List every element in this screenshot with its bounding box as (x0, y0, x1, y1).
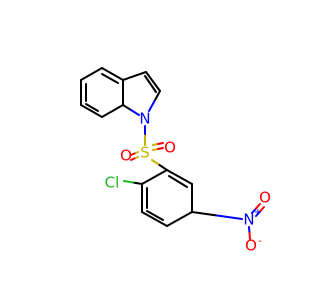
structure-canvas: N S O O Cl N + O O - (80, 67, 271, 255)
molecule-drawing: N S O O Cl N + O O - (80, 67, 271, 255)
bond-pyrrole-c7a-n-b (130, 109, 140, 116)
bond-indole-benzene-1 (101, 67, 124, 81)
bond-indole-benzene-double-2 (85, 103, 99, 112)
bond-s-o-left-2-b (130, 157, 136, 161)
bond-pyrrole-c3-c2 (145, 71, 161, 92)
bond-s-c1-a (151, 159, 161, 166)
bond-pyrrole-c2-n-a (153, 90, 161, 102)
bond-n-o-top-1-b (255, 203, 261, 210)
atom-o-nitro-bottom: O (245, 237, 257, 255)
bond-c-cl-a (132, 181, 143, 185)
atom-o-sulfonyl-left: O (120, 147, 132, 165)
bond-s-o-right-2-b (157, 147, 164, 150)
bond-n-o-bottom-a (248, 226, 251, 234)
atom-labels: N S O O Cl N + O O - (105, 110, 271, 255)
bond-c-n-nitro-b (216, 214, 243, 220)
bond-s-o-left-1-b (130, 152, 136, 156)
bond-pyrrole-c2-n-b (148, 100, 156, 112)
bond-ring-c2-c1 (141, 169, 168, 185)
bond-pyrrole-c7a-n-a (122, 104, 132, 111)
bond-s-o-right-1-b (157, 142, 164, 145)
bond-indole-benzene-6 (80, 67, 103, 81)
bond-n-o-bottom-b (248, 232, 251, 240)
atom-o-sulfonyl-right: O (164, 139, 176, 157)
atom-n-nitro: N (243, 211, 254, 229)
atom-n-indole: N (139, 110, 150, 128)
bond-s-c1-b (158, 164, 168, 171)
bond-indole-benzene-4 (80, 104, 103, 118)
bond-indole-benzene-3 (101, 104, 124, 118)
bond-pyrrole-c3a-c3 (122, 71, 147, 81)
charge-minus-nitro: - (258, 236, 262, 247)
bond-pyrrole-double (144, 75, 157, 93)
bond-n-o-top-2-b (259, 206, 265, 213)
bond-layer (80, 67, 265, 240)
bond-ring-double-1 (168, 175, 188, 188)
atom-s-sulfonyl: S (140, 144, 150, 162)
bond-ring-c4-c3 (141, 211, 168, 227)
bond-indole-benzene-double-1 (101, 73, 119, 84)
bond-n-o-top-1-a (251, 207, 257, 214)
bond-ring-double-2 (146, 210, 164, 221)
bond-ring-c5-c4 (166, 211, 193, 227)
atom-chlorine: Cl (105, 174, 120, 192)
bond-n-o-top-2-a (255, 210, 261, 217)
bond-ring-c1-c6 (166, 169, 193, 185)
bond-c-cl-b (123, 180, 134, 184)
charge-plus-nitro: + (254, 207, 262, 218)
bond-c-n-nitro-a (191, 211, 218, 217)
atom-o-nitro-top: O (259, 189, 271, 207)
